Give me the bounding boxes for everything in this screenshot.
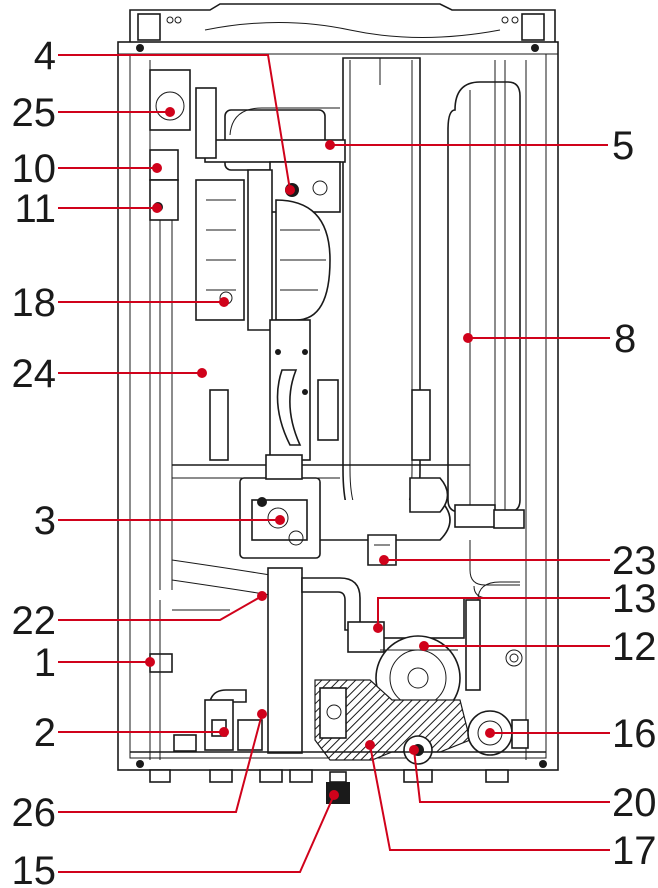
callout-26: 26 bbox=[12, 791, 57, 835]
callout-labels: 4 25 5 10 11 18 8 24 3 23 22 13 1 12 2 1… bbox=[12, 34, 657, 888]
callout-1: 1 bbox=[34, 641, 56, 685]
dot-22 bbox=[257, 591, 267, 601]
diverter-valve bbox=[314, 679, 471, 761]
leader-22 bbox=[58, 595, 263, 621]
lower-pipework bbox=[172, 540, 520, 754]
condensate-trap bbox=[367, 534, 397, 566]
callout-4: 4 bbox=[34, 34, 56, 78]
callout-18: 18 bbox=[12, 281, 57, 325]
dot-16 bbox=[485, 728, 495, 738]
callout-16: 16 bbox=[612, 712, 657, 756]
dot-17 bbox=[365, 740, 375, 750]
callout-25: 25 bbox=[12, 91, 57, 135]
callout-20: 20 bbox=[612, 781, 657, 825]
leader-20 bbox=[413, 749, 610, 803]
boiler-drawing bbox=[117, 3, 559, 804]
dot-11 bbox=[152, 203, 162, 213]
right-fittings bbox=[477, 581, 523, 667]
dot-1 bbox=[145, 657, 155, 667]
bottom-connections bbox=[130, 751, 546, 804]
dot-4 bbox=[285, 185, 295, 195]
left-fitting bbox=[149, 600, 197, 760]
side-pipes bbox=[149, 69, 340, 590]
callout-12: 12 bbox=[612, 625, 657, 669]
dot-15 bbox=[329, 790, 339, 800]
callout-8: 8 bbox=[614, 317, 636, 361]
dot-8 bbox=[463, 333, 473, 343]
callout-leaders bbox=[58, 54, 610, 873]
dot-24 bbox=[197, 368, 207, 378]
callout-22: 22 bbox=[12, 599, 57, 643]
callout-2: 2 bbox=[34, 711, 56, 755]
callout-3: 3 bbox=[34, 499, 56, 543]
callout-15: 15 bbox=[12, 849, 57, 888]
dot-3 bbox=[275, 515, 285, 525]
fan-assembly bbox=[195, 109, 346, 331]
dot-12 bbox=[419, 641, 429, 651]
mounting-bracket bbox=[129, 3, 556, 42]
dot-25 bbox=[165, 107, 175, 117]
flue-chamber bbox=[309, 57, 451, 541]
leader-15 bbox=[58, 794, 335, 873]
dot-13 bbox=[373, 623, 383, 633]
leader-13 bbox=[377, 597, 610, 628]
callout-5: 5 bbox=[612, 124, 634, 168]
callout-10: 10 bbox=[12, 147, 57, 191]
callout-24: 24 bbox=[12, 352, 57, 396]
dot-2 bbox=[219, 727, 229, 737]
callout-dots bbox=[145, 107, 495, 800]
callout-17: 17 bbox=[612, 829, 657, 873]
leader-4 bbox=[58, 54, 291, 191]
dot-20 bbox=[409, 745, 419, 755]
callout-13: 13 bbox=[612, 577, 657, 621]
callout-11: 11 bbox=[14, 187, 56, 231]
gas-valve bbox=[239, 454, 321, 559]
dot-23 bbox=[379, 555, 389, 565]
expansion-vessel bbox=[447, 60, 525, 529]
dot-10 bbox=[152, 163, 162, 173]
dot-26 bbox=[257, 709, 267, 719]
leader-17 bbox=[369, 744, 610, 851]
gas-pipe bbox=[209, 319, 431, 461]
dot-18 bbox=[219, 297, 229, 307]
dot-5 bbox=[325, 140, 335, 150]
leader-26 bbox=[58, 713, 263, 813]
callout-23: 23 bbox=[612, 539, 657, 583]
